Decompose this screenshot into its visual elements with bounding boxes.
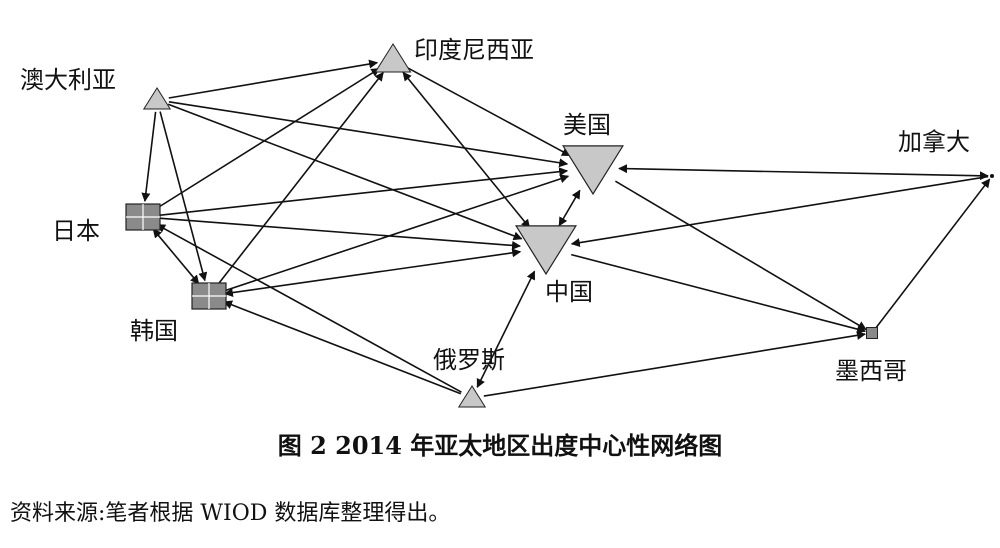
node-russia (457, 385, 487, 408)
edge-usa-to-china (558, 189, 581, 227)
node-china (515, 225, 577, 276)
edge-russia-to-mexico (483, 330, 866, 397)
node-indonesia (374, 43, 412, 73)
edge-japan-to-usa (158, 167, 569, 217)
edge-russia-to-korea (223, 300, 462, 395)
edge-japan-to-indonesia (156, 67, 381, 210)
edge-china-to-mexico (570, 253, 867, 334)
edge-korea-to-indonesia (218, 71, 384, 284)
figure-caption: 图 2 2014 年亚太地区出度中心性网络图 (277, 431, 723, 460)
edge-russia-to-japan (156, 223, 462, 393)
node-label-indonesia: 印度尼西亚 (414, 36, 534, 64)
edge-australia-to-usa (168, 101, 569, 168)
edge-japan-to-china (158, 217, 521, 250)
edge-canada-to-china (570, 175, 989, 248)
edge-australia-to-indonesia (168, 59, 379, 99)
node-label-canada: 加拿大 (898, 128, 970, 156)
edge-korea-to-china (223, 248, 522, 298)
edge-australia-to-japan (141, 111, 157, 202)
edge-korea-to-usa (223, 174, 570, 292)
edge-usa-to-mexico (614, 180, 867, 331)
node-usa (562, 145, 624, 196)
edge-australia-to-china (167, 103, 523, 241)
node-canada (990, 174, 994, 178)
node-label-australia: 澳大利亚 (20, 66, 116, 94)
node-label-russia: 俄罗斯 (433, 346, 505, 374)
node-label-usa: 美国 (563, 111, 611, 139)
edge-usa-to-canada (618, 164, 989, 181)
data-source-note: 资料来源:笔者根据 WIOD 数据库整理得出。 (10, 501, 451, 526)
node-label-japan: 日本 (52, 217, 100, 245)
node-label-mexico: 墨西哥 (835, 357, 907, 385)
edge-australia-to-korea (159, 111, 208, 282)
node-label-korea: 韩国 (130, 317, 178, 345)
node-korea (191, 282, 227, 310)
edge-indonesia-to-china (402, 71, 531, 229)
edge-japan-to-korea (152, 228, 200, 285)
node-australia (142, 87, 172, 110)
edge-mexico-to-canada (875, 178, 991, 328)
node-japan (125, 203, 161, 231)
node-label-china: 中国 (545, 278, 593, 306)
edge-russia-to-china (476, 270, 536, 389)
node-mexico (866, 327, 878, 339)
